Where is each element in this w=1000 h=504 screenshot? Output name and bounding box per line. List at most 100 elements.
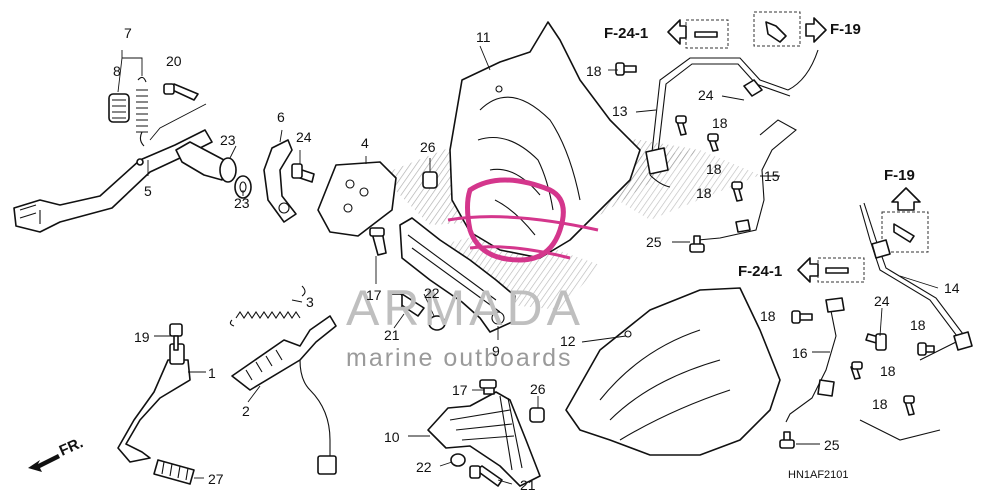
ref-label-f24-top: F-24-1 [604, 25, 648, 42]
callouts: 7 8 20 23 23 5 6 24 4 26 11 18 13 24 18 … [113, 25, 960, 493]
watermark-brand: ARMADA [346, 280, 584, 336]
ref-box-f24-top [685, 19, 729, 49]
callout: 10 [384, 429, 400, 445]
callout: 25 [824, 437, 840, 453]
front-arrow-icon [28, 454, 60, 472]
wire-16 [785, 297, 845, 423]
bolt-18f [917, 342, 935, 356]
arrow-f19-right-icon [891, 187, 921, 211]
callout: 7 [124, 25, 132, 41]
callout: 11 [476, 29, 491, 45]
callout: 17 [366, 287, 382, 303]
callout: 18 [872, 396, 888, 412]
callout: 17 [452, 382, 468, 398]
arrow-f24-top-icon [667, 19, 687, 45]
bolt-18b [675, 115, 687, 136]
return-spring [136, 76, 148, 147]
bolt-21b [469, 465, 503, 487]
washer-22a [428, 315, 446, 331]
callout: 24 [698, 87, 714, 103]
callout: 24 [874, 293, 890, 309]
callout: 5 [144, 183, 152, 199]
bolt-24c [865, 333, 887, 351]
callout: 9 [492, 343, 500, 359]
brake-rod-1 [117, 343, 191, 463]
ref-label-f24-mid: F-24-1 [738, 263, 782, 280]
callout: 22 [416, 459, 432, 475]
collar-26a [422, 171, 438, 189]
heel-guard-11 [449, 21, 641, 259]
callout: 22 [424, 285, 440, 301]
heel-guard-12 [565, 287, 781, 456]
bolt-17a [369, 227, 387, 256]
brake-pedal [13, 129, 213, 233]
ref-label-f19-top: F-19 [830, 21, 861, 38]
wire-14 [859, 202, 973, 441]
callout: 25 [646, 234, 662, 250]
bolt-25b [779, 431, 795, 449]
leader-lines [117, 45, 939, 485]
brake-switch-2 [231, 315, 337, 475]
ref-label-f19-right: F-19 [884, 167, 915, 184]
callout: 23 [220, 132, 236, 148]
collar-26b [529, 407, 545, 423]
ref-box-f19-right [881, 211, 929, 253]
callout: 20 [166, 53, 182, 69]
footrest-bracket-9 [399, 217, 516, 333]
callout: 18 [712, 115, 728, 131]
bolt-18e [791, 310, 813, 324]
arrow-f19-top-icon [805, 17, 827, 43]
bolt-19 [169, 323, 183, 351]
front-label: FR. [57, 434, 86, 459]
callout: 18 [706, 161, 722, 177]
callout: 1 [208, 365, 216, 381]
callout: 21 [384, 327, 400, 343]
brake-arm-6 [263, 139, 297, 223]
callout: 6 [277, 109, 285, 125]
spring-3 [229, 285, 306, 327]
callout: 12 [560, 333, 576, 349]
callout: 3 [306, 294, 314, 310]
ref-box-f24-mid [817, 257, 865, 283]
callout: 26 [530, 381, 546, 397]
callout: 18 [696, 185, 712, 201]
bolt-17b [479, 379, 497, 395]
watermark-tagline: marine outboards [346, 344, 573, 372]
callout: 23 [234, 195, 250, 211]
callout: 16 [792, 345, 808, 361]
callout: 15 [764, 168, 780, 184]
callout: 18 [586, 63, 602, 79]
callout: 24 [296, 129, 312, 145]
callout: 26 [420, 139, 436, 155]
arrow-f24-mid-icon [797, 257, 819, 283]
footrest-10 [427, 391, 541, 487]
callout: 18 [760, 308, 776, 324]
rubber-boot-27 [153, 459, 195, 485]
bolt-20 [163, 83, 199, 101]
callout: 14 [944, 280, 960, 296]
bolt-18g [850, 361, 863, 380]
callout: 27 [208, 471, 224, 487]
callout: 18 [880, 363, 896, 379]
bolt-18d [731, 181, 743, 202]
ref-box-f19-top [753, 11, 801, 47]
callout: 4 [361, 135, 369, 151]
callout: 19 [134, 329, 150, 345]
callout: 18 [910, 317, 926, 333]
bracket-4 [317, 161, 397, 237]
callout: 21 [520, 477, 536, 493]
callout: 8 [113, 63, 121, 79]
pivot-shaft [175, 141, 252, 199]
callout: 2 [242, 403, 250, 419]
callout: 13 [612, 103, 628, 119]
brand-logo-watermark [447, 177, 599, 263]
wire-13 [645, 49, 819, 188]
washer-22b [450, 453, 466, 467]
bolt-24a [291, 163, 315, 183]
spring-sleeve [108, 93, 130, 123]
bolt-21a [389, 293, 425, 317]
wire-15 [697, 79, 797, 241]
bolt-18a [615, 62, 637, 76]
